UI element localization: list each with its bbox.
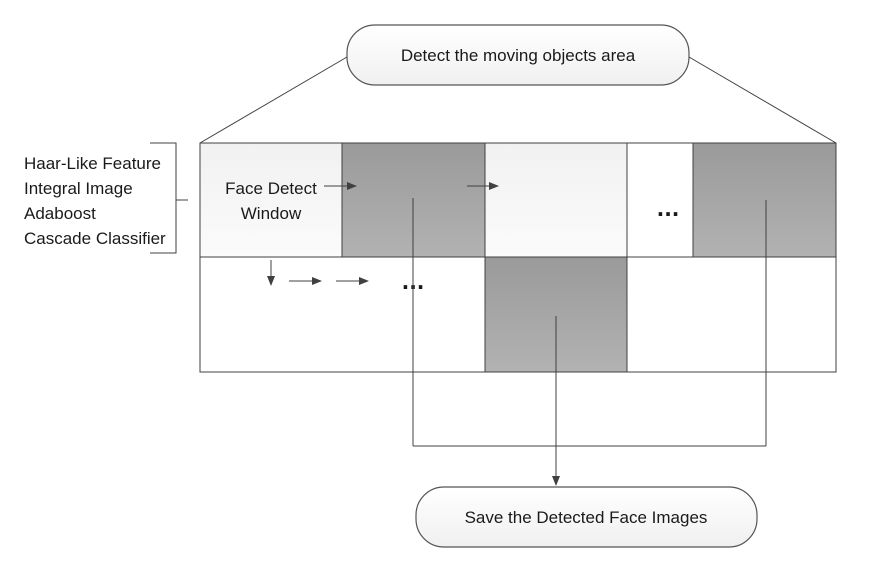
face-detect-window-cell <box>199 142 343 258</box>
scan-window-cell-dark-3 <box>692 142 837 258</box>
feature-list: Haar-Like Feature Integral Image Adaboos… <box>24 154 166 248</box>
feature-integral-image: Integral Image <box>24 179 133 198</box>
projection-line-right <box>688 56 837 144</box>
ellipsis-row-1: ... <box>657 197 680 221</box>
scan-arrows <box>267 182 499 286</box>
feature-cascade-classifier: Cascade Classifier <box>24 229 166 248</box>
bottom-process-box: Save the Detected Face Images <box>415 486 758 548</box>
top-box-label: Detect the moving objects area <box>401 46 636 65</box>
window-label-line1: Face Detect <box>225 179 317 198</box>
image-grid <box>199 142 837 373</box>
feature-haar-like: Haar-Like Feature <box>24 154 161 173</box>
top-process-box: Detect the moving objects area <box>346 24 690 86</box>
grid-row-2-left <box>199 256 486 373</box>
feature-adaboost: Adaboost <box>24 204 96 223</box>
scan-window-cell-light-2 <box>484 142 628 258</box>
grid-row-2-right <box>626 256 837 373</box>
window-label-line2: Window <box>241 204 302 223</box>
feature-bracket <box>150 142 188 254</box>
output-connectors <box>412 198 767 486</box>
scan-window-cell-empty <box>626 142 694 258</box>
bottom-box-label: Save the Detected Face Images <box>465 508 708 527</box>
projection-line-left <box>199 56 348 144</box>
